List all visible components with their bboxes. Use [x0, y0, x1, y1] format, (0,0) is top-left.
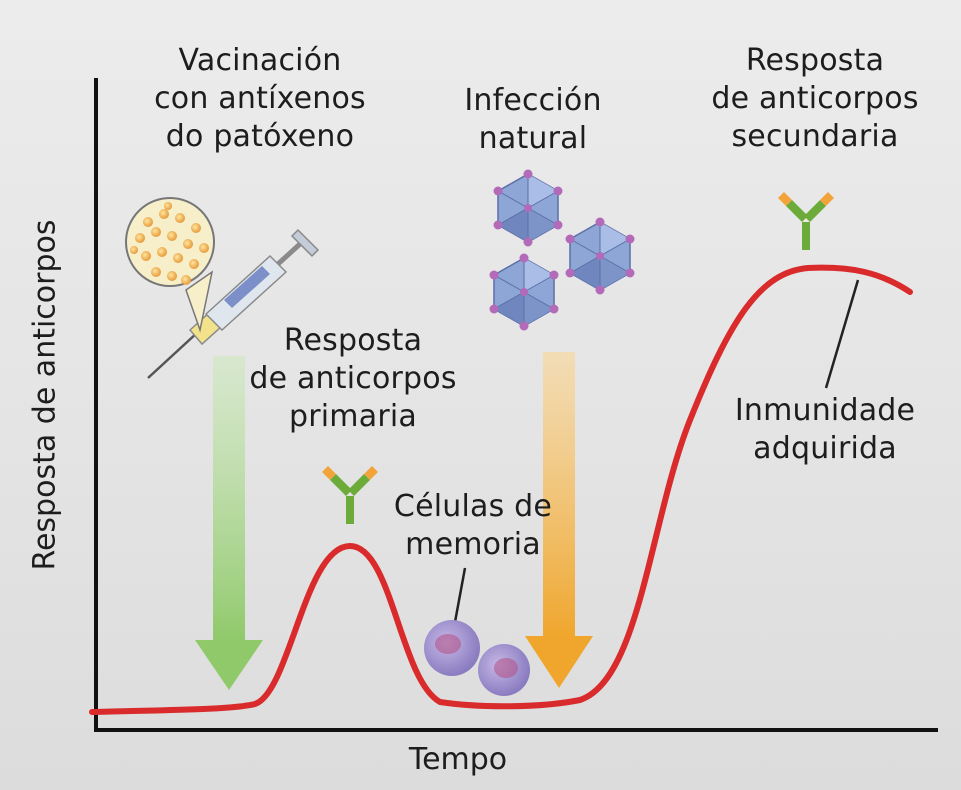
primary-response-label: Resposta de anticorpos primaria — [249, 323, 457, 434]
virus-icon — [488, 252, 560, 332]
vaccination-arrow — [195, 356, 263, 690]
memory-cells-label: Células de memoria — [393, 489, 553, 562]
y-axis-title: Resposta de anticorpos — [27, 219, 63, 571]
acquired-immunity-label: Inmunidade adquirida — [734, 393, 916, 466]
infection-label: Infección natural — [464, 83, 602, 156]
x-axis-title: Tempo — [408, 742, 508, 777]
infection-arrow — [525, 352, 593, 688]
virus-icon — [564, 216, 636, 296]
vaccination-label: Vacinación con antíxenos do patóxeno — [154, 43, 366, 154]
memory-cells-leader — [453, 567, 467, 623]
antibody-icon — [778, 192, 834, 250]
syringe-icon — [147, 228, 320, 379]
antibody-response-curve — [89, 264, 913, 715]
acquired-immunity-leader — [824, 279, 860, 389]
memory-cell-icon — [478, 644, 530, 696]
antigen-closeup-icon — [125, 197, 215, 333]
secondary-response-label: Resposta de anticorpos secundaria — [711, 43, 919, 154]
memory-cell-icon — [424, 620, 480, 676]
virus-icon — [492, 168, 564, 248]
